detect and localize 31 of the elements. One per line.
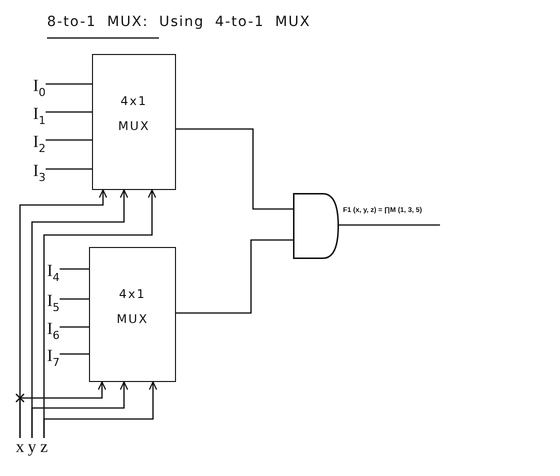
arrow <box>43 381 158 438</box>
arrow <box>31 381 128 438</box>
input-label: I$_{7}$ <box>47 347 60 368</box>
select-label: x <box>14 438 26 455</box>
wire <box>46 168 92 170</box>
input-label: I$_{6}$ <box>47 320 60 341</box>
input-label: I$_{5}$ <box>47 292 60 313</box>
multiplexer-box <box>92 54 176 190</box>
input-label: I$_{1}$ <box>33 105 46 126</box>
wire <box>176 128 293 210</box>
wire <box>60 326 89 328</box>
input-label: I$_{3}$ <box>33 162 46 183</box>
and-gate <box>293 193 339 259</box>
wire <box>46 83 92 85</box>
arrow <box>19 381 106 438</box>
wire <box>339 224 440 226</box>
input-label: I$_{4}$ <box>47 262 60 283</box>
wire <box>60 298 89 300</box>
select-label: y <box>26 438 38 455</box>
wire <box>60 353 89 355</box>
wire <box>46 111 92 113</box>
wire <box>60 268 89 270</box>
mux-label: 4x1 MUX <box>118 93 150 135</box>
mux-label: 4x1 MUX <box>116 286 148 328</box>
multiplexer-box <box>89 247 176 382</box>
input-label: I$_{2}$ <box>33 133 46 154</box>
wire <box>176 239 293 314</box>
title: 8-to-1 MUX: Using 4-to-1 MUX <box>47 14 311 31</box>
wire <box>46 139 92 141</box>
select-label: z <box>38 438 50 455</box>
input-label: I$_{0}$ <box>33 77 46 98</box>
